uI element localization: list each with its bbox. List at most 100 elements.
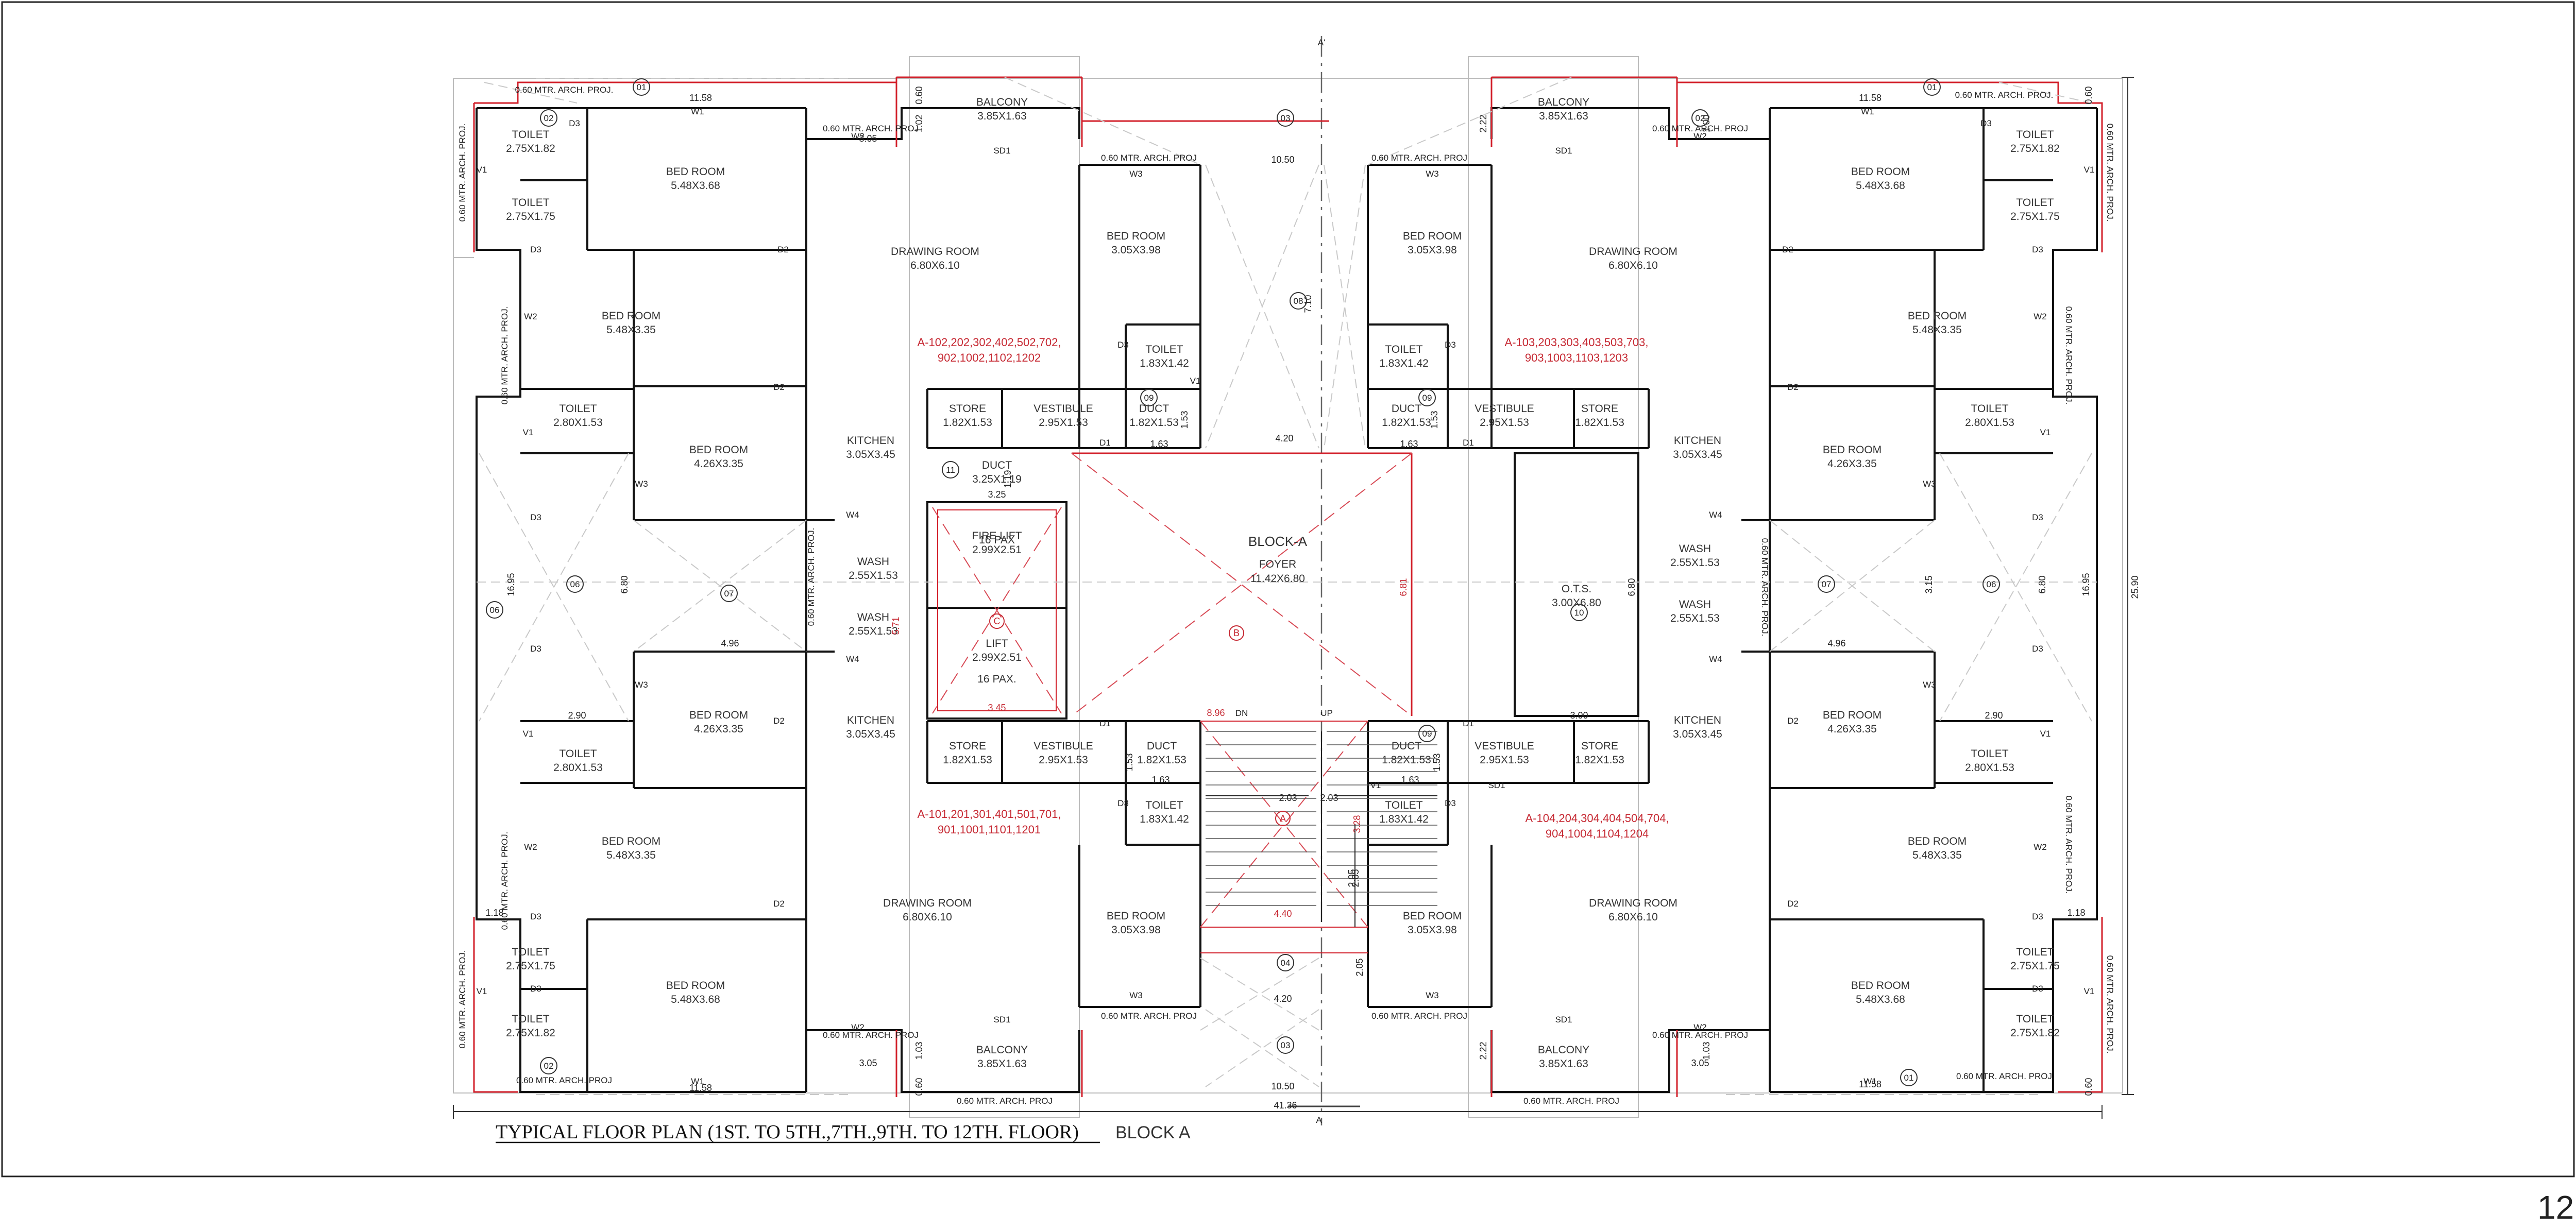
grid-number-marker: 02 [1696,113,1705,123]
grid-marker-circle [989,613,1005,629]
room-size: 4.26X3.35 [694,723,743,735]
room-size: 5.48X3.35 [606,849,656,861]
grid-marker-circle [540,1057,557,1074]
grid-number-marker: 07 [724,589,734,599]
dimension-3-00: 3.00 [1570,710,1588,721]
dimension-1-63: 1.63 [1150,439,1168,449]
staircase [1206,731,1437,927]
room-bl-bed-2: BED ROOM 5.48X3.35 [602,835,660,861]
opening-tag-d3: D3 [1445,798,1456,808]
room-name: STORE [949,740,986,752]
room-size: 3.85X1.63 [977,110,1027,122]
opening-tag-w3: W3 [635,680,648,690]
dimension-2-90: 2.90 [1985,710,2003,721]
opening-tag-v1: V1 [2084,986,2095,996]
room-name: BED ROOM [1823,444,1882,456]
arch-projection-label: 0.60 MTR. ARCH. PROJ [516,1075,612,1085]
grid-number-marker: 10 [1574,608,1584,618]
dimension-1-19: 1.19 [1003,470,1013,488]
opening-tag-d3: D3 [530,512,541,522]
dimension-1-03: 1.03 [914,1041,924,1060]
room-size: 1.82X1.53 [943,417,992,429]
opening-tag-d3: D3 [530,644,541,654]
opening-tag-v1: V1 [2040,428,2051,437]
room-name: TOILET [512,197,549,209]
room-size: 1.83X1.42 [1379,813,1429,825]
room-name: TOILET [2016,1013,2054,1025]
room-name: BED ROOM [1851,166,1910,178]
room-name: KITCHEN [847,435,894,447]
opening-tag-w2: W2 [1693,131,1707,141]
grid-number-marker: 03 [1281,113,1291,123]
room-name: TOILET [1385,344,1422,355]
room-name: BED ROOM [602,835,660,847]
room-size: 1.83X1.42 [1379,357,1429,369]
room-size: 2.55X1.53 [1670,557,1720,569]
grid-marker-circle [1818,575,1835,593]
opening-tag-d2: D2 [773,716,785,726]
arch-projection-label: 0.60 MTR. ARCH. PROJ. [806,528,816,626]
room-name: DRAWING ROOM [1589,897,1677,909]
room-size: 2.80X1.53 [553,762,603,774]
dimension-4-20: 4.20 [1274,994,1292,1004]
foyer-size: 11.42X6.80 [1250,573,1305,585]
opening-tag-d3: D3 [2032,644,2043,654]
room-size: 2.75X1.75 [506,960,555,972]
flat-numbers: A-102,202,302,402,502,702, 902,1002,1102… [918,336,1669,840]
opening-tag-w4: W4 [846,510,859,520]
room-size: 2.75X1.75 [506,211,555,223]
dimension-11-58: 11.58 [689,1083,712,1093]
dimension-5-71: 5.71 [891,617,901,635]
grid-letter-marker: B [1233,628,1240,638]
room-name: BED ROOM [1823,709,1882,721]
dimension-4-20: 4.20 [1275,433,1293,443]
room-tl-toilet-2: TOILET 2.75X1.75 [506,197,555,223]
dimension-4-40: 4.40 [1274,909,1292,919]
room-size: 6.80X6.10 [903,911,952,923]
room-size: 6.80X6.10 [1608,260,1658,271]
dimension-6-80: 6.80 [619,575,630,593]
room-name: DUCT [982,459,1012,471]
grid-number-marker: 06 [570,579,580,589]
room-name: DUCT [1147,740,1177,752]
grid-number-marker: 09 [1422,729,1432,739]
room-size: 1.82X1.53 [943,754,992,766]
arch-projection-label: 0.60 MTR. ARCH. PROJ. [2064,796,2074,894]
opening-tag-w3: W3 [1129,990,1143,1000]
room-name: KITCHEN [1674,714,1721,726]
grid-marker-circle [540,109,557,127]
room-size: 2.55X1.53 [849,625,898,637]
opening-tag-w4: W4 [1709,510,1722,520]
dimension-2-22: 2.22 [1478,114,1488,132]
opening-tag-v1: V1 [2084,165,2095,175]
opening-tag-v1: V1 [2040,729,2051,739]
opening-tag-w3: W3 [1923,680,1936,690]
room-name: BED ROOM [1403,910,1462,922]
room-name: BED ROOM [1107,910,1165,922]
dimension-16-95: 16.95 [506,573,516,596]
room-size: 4.26X3.35 [1827,723,1877,735]
room-size: 5.48X3.35 [1912,324,1962,336]
dimension-1-18: 1.18 [485,908,503,918]
room-name: DRAWING ROOM [1589,246,1677,258]
dimension-1-53: 1.53 [1432,753,1442,771]
room-name: BALCONY [976,1044,1028,1056]
dimension-6-80: 6.80 [2037,575,2047,593]
arch-projection-label: 0.60 MTR. ARCH. PROJ [1523,1096,1619,1106]
